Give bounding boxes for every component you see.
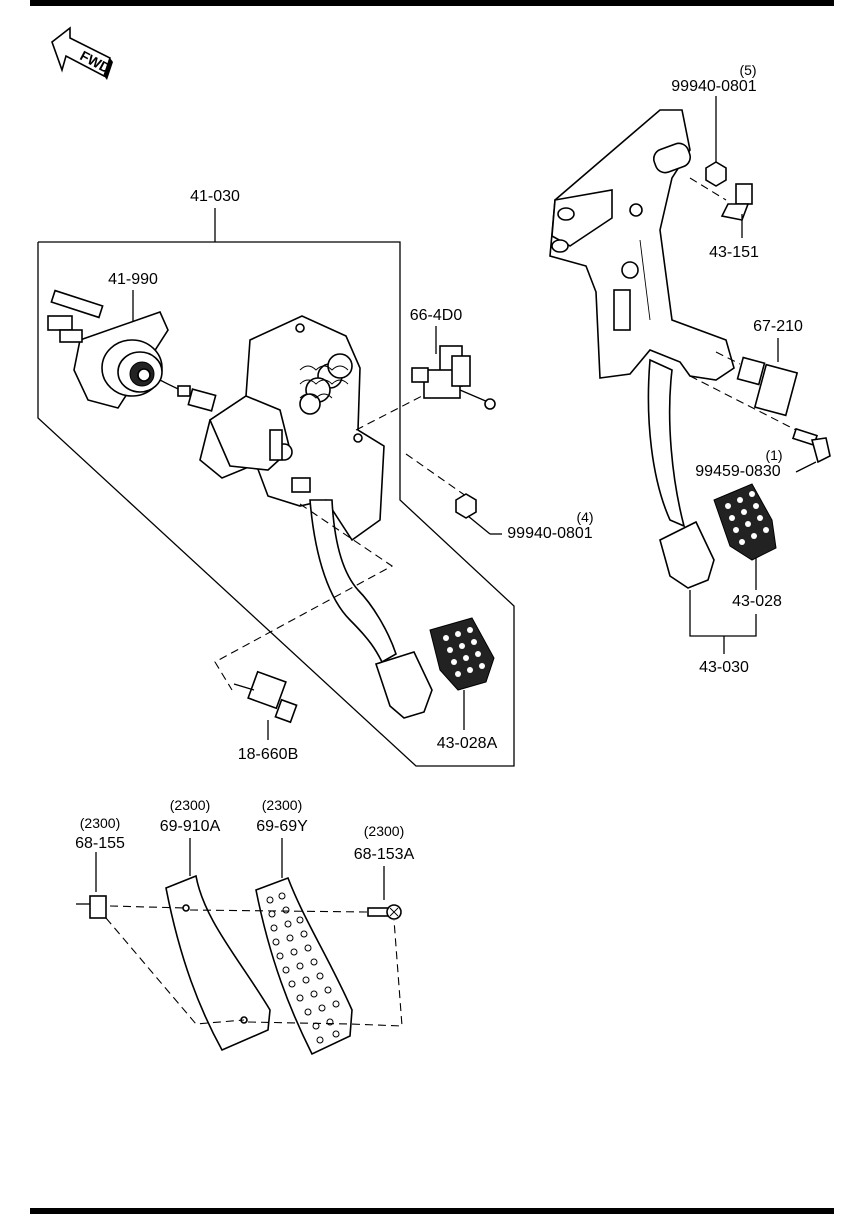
label-brake-pedal-assembly: 43-030 bbox=[699, 659, 749, 676]
screw-drawing bbox=[367, 866, 402, 920]
label-accel-pad-qty: (2300) bbox=[262, 797, 302, 813]
label-clutch-pedal-assembly: 41-030 bbox=[190, 188, 240, 205]
clutch-switch-drawing bbox=[411, 326, 496, 410]
bolt-drawing bbox=[689, 375, 831, 473]
clutch-dashed-leaders bbox=[214, 395, 467, 691]
label-clip: 68-155 bbox=[75, 835, 125, 852]
nut-right-drawing bbox=[705, 96, 727, 187]
nut-left-drawing bbox=[455, 493, 502, 535]
pin-drawing bbox=[689, 177, 753, 238]
label-cover: 69-910A bbox=[160, 818, 221, 835]
label-accel-pad: 69-69Y bbox=[256, 818, 308, 835]
clutch-pedal-arm-drawing bbox=[309, 499, 495, 730]
label-nut-right-qty: (5) bbox=[739, 62, 756, 78]
brake-pedal-arm-drawing bbox=[647, 358, 777, 654]
label-bolt-qty: (1) bbox=[765, 447, 782, 463]
label-pin: 43-151 bbox=[709, 244, 759, 261]
fwd-arrow-icon: FWD bbox=[51, 26, 113, 80]
label-nut-left-qty: (4) bbox=[576, 509, 593, 525]
cover-drawing bbox=[165, 838, 271, 1052]
label-brake-pad: 43-028 bbox=[732, 593, 782, 610]
label-clutch-switch: 66-4D0 bbox=[410, 307, 463, 324]
brake-switch-drawing bbox=[715, 338, 799, 417]
clutch-assembly-frame bbox=[37, 208, 515, 767]
clip-drawing bbox=[76, 852, 107, 919]
label-clutch-stop-switch: 18-660B bbox=[238, 746, 299, 763]
brake-bracket-drawing bbox=[549, 109, 735, 381]
accel-pad-drawing bbox=[255, 838, 353, 1056]
label-nut-left: 99940-0801 bbox=[507, 525, 593, 542]
label-screw: 68-153A bbox=[354, 846, 415, 863]
clutch-bracket-drawing bbox=[199, 315, 385, 542]
clutch-stop-switch-drawing bbox=[233, 670, 298, 740]
label-nut-right: 99940-0801 bbox=[671, 78, 757, 95]
label-clip-qty: (2300) bbox=[80, 815, 120, 831]
label-clutch-pad: 43-028A bbox=[437, 735, 498, 752]
label-screw-qty: (2300) bbox=[364, 823, 404, 839]
label-clutch-master-cylinder: 41-990 bbox=[108, 271, 158, 288]
top-rule bbox=[30, 0, 834, 6]
clutch-master-cylinder-drawing bbox=[47, 289, 217, 412]
label-brake-switch: 67-210 bbox=[753, 318, 803, 335]
label-bolt: 99459-0830 bbox=[695, 463, 781, 480]
accel-dashed-leaders bbox=[105, 905, 403, 1027]
label-cover-qty: (2300) bbox=[170, 797, 210, 813]
bottom-rule bbox=[30, 1208, 834, 1214]
